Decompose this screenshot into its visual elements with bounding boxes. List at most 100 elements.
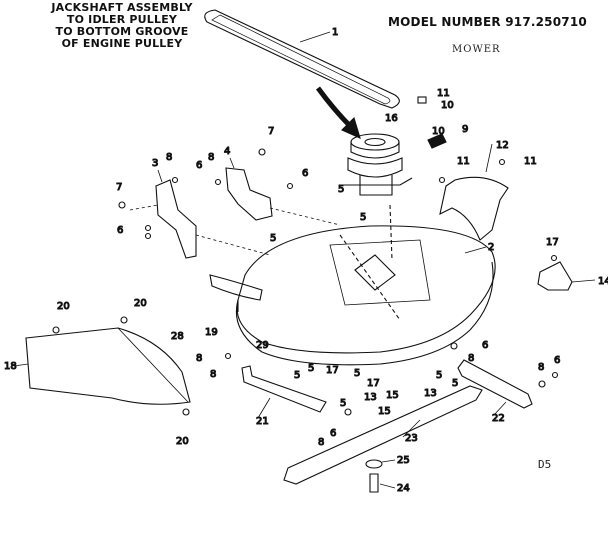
- part-15a: 15: [386, 390, 399, 401]
- left-lift-rod: [241, 365, 327, 413]
- assembly-caption: JACKSHAFT ASSEMBLY TO IDLER PULLEY TO BO…: [22, 2, 222, 50]
- nut-icon: [450, 342, 458, 350]
- leader-lines: [129, 204, 341, 256]
- rear-bracket: [537, 261, 573, 291]
- part-5a: 5: [338, 184, 344, 195]
- part-2: 2: [488, 242, 494, 253]
- part-5d: 5: [308, 363, 314, 374]
- part-15b: 15: [378, 406, 391, 417]
- part-20c: 20: [176, 436, 189, 447]
- caption-line-4: OF ENGINE PULLEY: [61, 37, 183, 50]
- part-29: 29: [256, 340, 269, 351]
- part-22: 22: [492, 413, 505, 424]
- nut-icon: [344, 408, 352, 416]
- part-5c: 5: [270, 233, 276, 244]
- hardware: [52, 96, 559, 416]
- part-4: 4: [224, 146, 230, 157]
- part-23: 23: [405, 433, 418, 444]
- washer-icon: [224, 352, 232, 360]
- blade: [283, 385, 483, 485]
- part-5b: 5: [360, 212, 366, 223]
- part-9: 9: [462, 124, 468, 135]
- part-11c: 11: [524, 156, 537, 167]
- part-7a: 7: [268, 126, 274, 137]
- bolt-icon: [118, 201, 126, 209]
- left-bracket: [155, 179, 197, 259]
- part-17a: 17: [326, 365, 339, 376]
- nut-icon: [120, 316, 128, 324]
- part-10a: 10: [441, 100, 454, 111]
- part-8c: 8: [196, 353, 202, 364]
- part-6a: 6: [196, 160, 202, 171]
- part-6b: 6: [302, 168, 308, 179]
- center-bracket: [225, 167, 273, 221]
- spring-icon: [427, 133, 447, 149]
- part-labels: 1 2 3 4 5 5 5 5 5 5 5 5 5 6 6 6 6 6 6 7 …: [3, 26, 608, 494]
- bolt-icon: [258, 148, 266, 156]
- part-24: 24: [397, 483, 410, 494]
- part-3: 3: [152, 158, 158, 169]
- bolt-icon: [144, 232, 152, 240]
- bolt-icon: [438, 176, 446, 184]
- chute-deflector: [209, 274, 263, 301]
- mower-deck: [235, 204, 496, 366]
- part-5e: 5: [294, 370, 300, 381]
- part-16: 16: [385, 113, 398, 124]
- part-8g: 8: [318, 437, 324, 448]
- belt-guard: [439, 176, 509, 241]
- bolt-icon: [550, 254, 558, 262]
- part-6e: 6: [554, 355, 560, 366]
- part-21: 21: [256, 416, 269, 427]
- part-5g: 5: [340, 398, 346, 409]
- part-6f: 6: [330, 428, 336, 439]
- part-8f: 8: [538, 362, 544, 373]
- nut-icon: [286, 182, 294, 190]
- nut-icon: [182, 408, 190, 416]
- right-lift-rod: [457, 359, 533, 409]
- part-8d: 8: [210, 369, 216, 380]
- nut-icon: [417, 96, 427, 104]
- part-14: 14: [598, 276, 608, 287]
- part-6c: 6: [117, 225, 123, 236]
- part-6d: 6: [482, 340, 488, 351]
- part-20a: 20: [57, 301, 70, 312]
- washer-icon: [538, 380, 546, 388]
- part-8e: 8: [468, 353, 474, 364]
- bolt-icon: [144, 224, 152, 232]
- blade-washer: [365, 459, 383, 469]
- discharge-chute: [25, 327, 191, 405]
- part-13a: 13: [364, 392, 377, 403]
- part-17b: 17: [367, 378, 380, 389]
- caption-line-2: TO IDLER PULLEY: [66, 13, 178, 26]
- part-1: 1: [332, 27, 338, 38]
- part-20b: 20: [134, 298, 147, 309]
- part-13b: 13: [424, 388, 437, 399]
- part-11a: 11: [437, 88, 450, 99]
- part-7b: 7: [116, 182, 122, 193]
- part-5h: 5: [436, 370, 442, 381]
- arrow-head: [341, 116, 361, 139]
- part-17c: 17: [546, 237, 559, 248]
- part-8b: 8: [208, 152, 214, 163]
- part-5i: 5: [452, 378, 458, 389]
- model-number: MODEL NUMBER 917.250710: [388, 15, 587, 29]
- part-19: 19: [205, 327, 218, 338]
- part-28: 28: [171, 331, 184, 342]
- part-11b: 11: [457, 156, 470, 167]
- label-leaders: [13, 31, 596, 489]
- part-18: 18: [4, 361, 17, 372]
- caption-line-1: JACKSHAFT ASSEMBLY: [51, 1, 193, 14]
- nut-icon: [52, 326, 60, 334]
- part-5f: 5: [354, 368, 360, 379]
- caption-line-3: TO BOTTOM GROOVE: [55, 25, 189, 38]
- bolt-icon: [551, 371, 559, 379]
- pulley-arrow: [315, 86, 354, 130]
- part-25: 25: [397, 455, 410, 466]
- belt: [204, 9, 400, 109]
- idler-pulley: [342, 133, 413, 196]
- section-title: MOWER: [452, 44, 501, 55]
- washer-icon: [214, 178, 222, 186]
- diagram-code: D5: [538, 458, 552, 471]
- washer-icon: [171, 176, 179, 184]
